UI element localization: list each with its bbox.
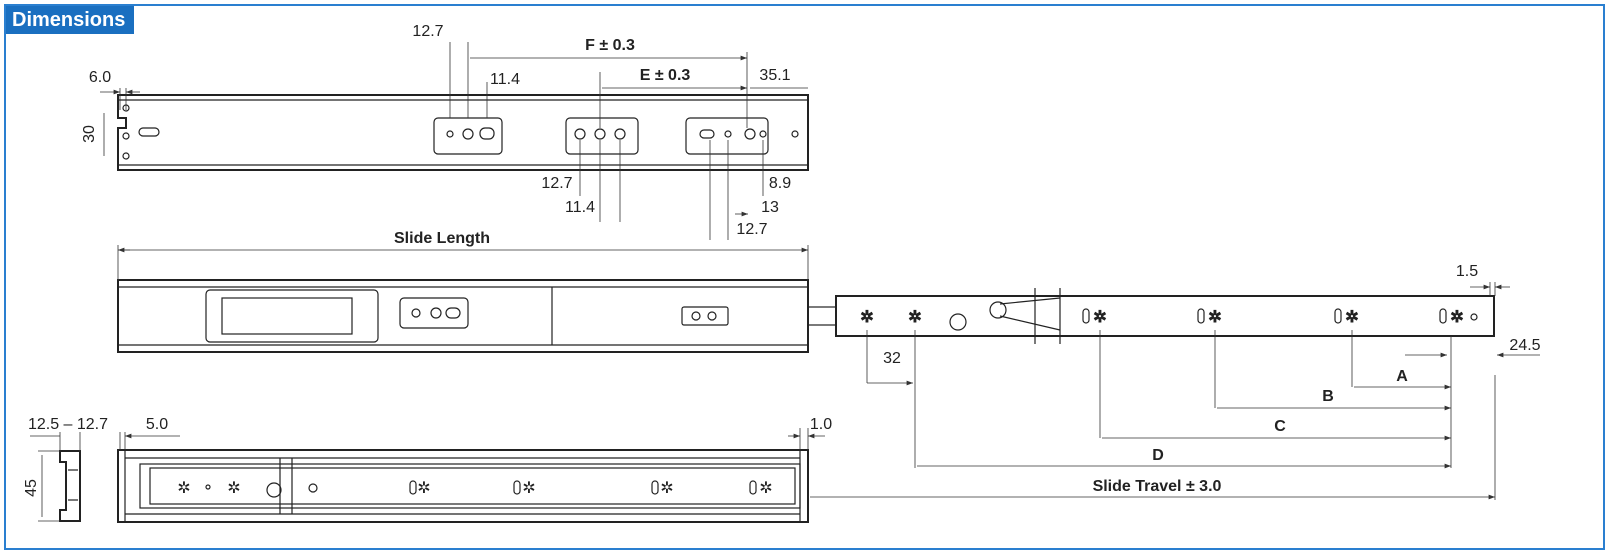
star-hole-icon: ✲ (1345, 309, 1358, 326)
dim-5-0: 5.0 (146, 416, 168, 433)
star-hole-icon: ✲ (1208, 309, 1221, 326)
star-hole-icon: ✲ (227, 480, 240, 497)
dim-30: 30 (81, 125, 98, 143)
bottom-view-dimensions (30, 428, 825, 522)
dim-12-7-a: 12.7 (541, 175, 572, 192)
diagram-frame (4, 4, 1605, 550)
dim-d: D (1152, 447, 1164, 464)
dim-45: 45 (23, 479, 40, 497)
star-hole-icon: ✲ (908, 309, 921, 326)
dim-11-4-top: 11.4 (490, 71, 520, 88)
star-hole-icon: ✲ (660, 480, 673, 497)
dim-1-5: 1.5 (1456, 263, 1478, 280)
dim-32: 32 (883, 350, 901, 367)
star-hole-icon: ✲ (860, 309, 873, 326)
star-hole-icon: ✲ (1093, 309, 1106, 326)
section-title: Dimensions (6, 6, 134, 34)
dim-c: C (1274, 418, 1286, 435)
dim-b: B (1322, 388, 1334, 405)
dim-35-1: 35.1 (759, 67, 790, 84)
dim-6-0: 6.0 (89, 69, 111, 86)
top-view-dimensions (100, 42, 808, 240)
star-hole-icon: ✲ (417, 480, 430, 497)
dim-f: F ± 0.3 (585, 37, 635, 54)
top-view-rail (117, 94, 809, 171)
profile-view (59, 450, 81, 522)
dim-12-7-b: 12.7 (736, 221, 767, 238)
slide-travel-label: Slide Travel ± 3.0 (1093, 478, 1222, 495)
dim-12-5-12-7: 12.5 – 12.7 (28, 416, 108, 433)
dim-8-9: 8.9 (769, 175, 791, 192)
star-hole-icon: ✲ (177, 480, 190, 497)
dim-a: A (1396, 368, 1408, 385)
dim-e: E ± 0.3 (640, 67, 691, 84)
star-hole-icon: ✲ (522, 480, 535, 497)
side-view-slide: ✲ ✲ ✲ ✲ ✲ ✲ (117, 279, 1495, 353)
star-hole-icon: ✲ (759, 480, 772, 497)
dim-12-7-top: 12.7 (412, 23, 443, 40)
dim-13: 13 (761, 199, 779, 216)
bottom-view-rail: ✲ ✲ ✲ ✲ ✲ ✲ (117, 449, 809, 523)
dim-24-5: 24.5 (1509, 337, 1540, 354)
dim-11-4-b: 11.4 (565, 199, 595, 216)
star-hole-icon: ✲ (1450, 309, 1463, 326)
slide-length-label: Slide Length (394, 230, 490, 247)
dim-1-0: 1.0 (810, 416, 832, 433)
side-view-dimensions (117, 245, 1540, 500)
